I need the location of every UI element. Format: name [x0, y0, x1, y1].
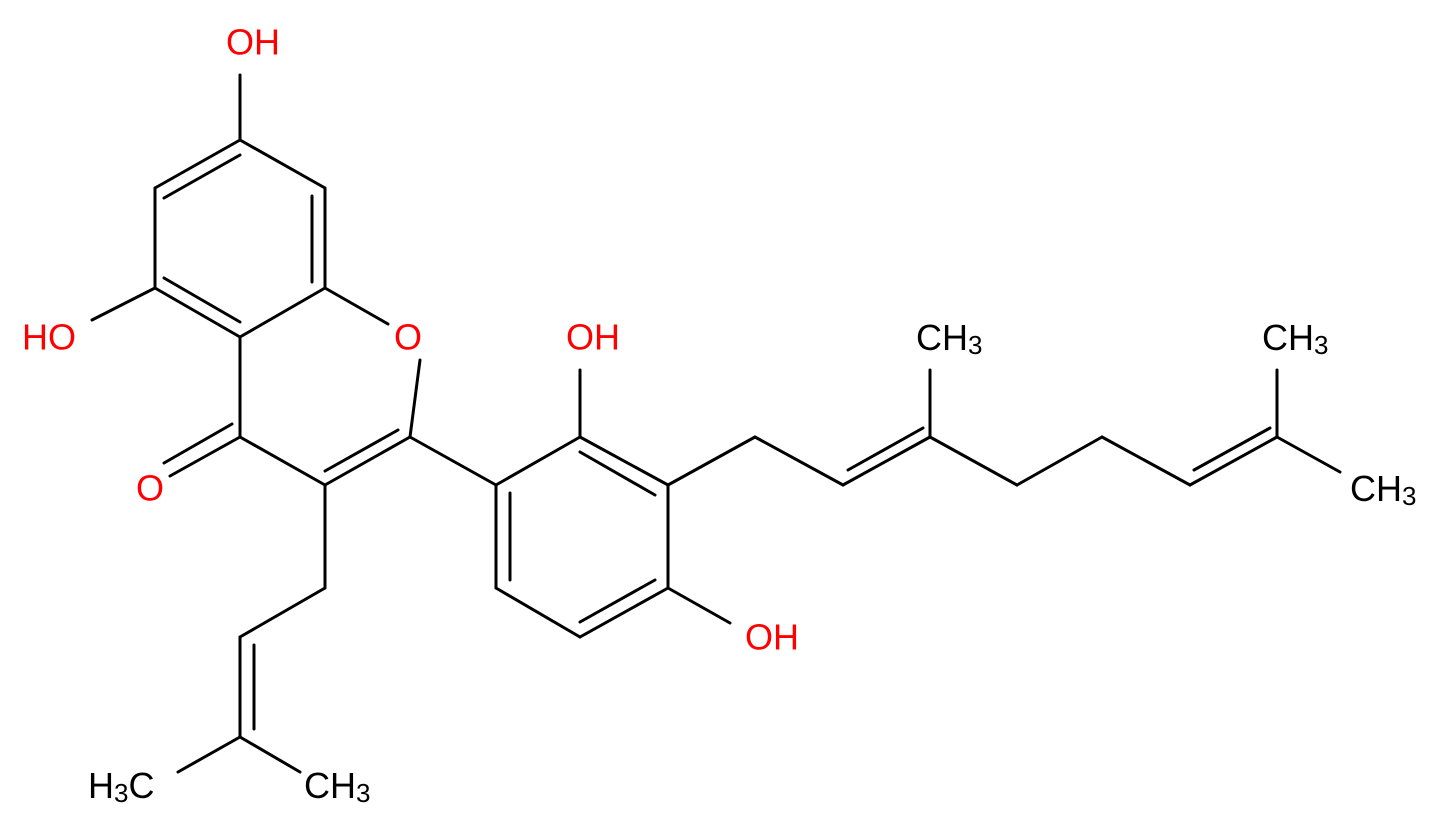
bond	[494, 435, 582, 487]
methyl-main: CH	[304, 765, 356, 806]
bond	[846, 426, 925, 472]
bond	[753, 435, 845, 487]
bond	[666, 586, 732, 625]
bond	[238, 586, 327, 639]
bond	[323, 286, 390, 326]
methyl-geranyl-end-bottom-label: CH3	[1350, 468, 1416, 512]
methyl-h: H	[88, 765, 114, 806]
methyl-subscript: 3	[114, 778, 128, 808]
bond	[928, 435, 1019, 487]
bond	[578, 450, 657, 497]
bond	[90, 286, 157, 322]
methyl-c: C	[128, 765, 154, 806]
methyl-subscript: 3	[356, 778, 370, 808]
bond	[494, 586, 582, 639]
methyl-prenyl-left-label: H3C	[88, 765, 154, 809]
methyl-subscript: 3	[1402, 481, 1416, 511]
bond	[238, 435, 327, 487]
methyl-main: CH	[916, 317, 968, 358]
hydroxyl-7-label: OH	[226, 22, 280, 63]
methyl-geranyl-end-top-label: CH3	[1262, 317, 1328, 361]
bond	[153, 138, 242, 190]
ring-oxygen-label: O	[394, 317, 422, 358]
bond	[1188, 435, 1279, 487]
bond	[408, 435, 498, 487]
methyl-prenyl-right-label: CH3	[304, 765, 370, 809]
hydroxyl-5-label: HO	[22, 317, 76, 358]
bond	[1015, 435, 1104, 487]
methyl-main: CH	[1350, 468, 1402, 509]
atom-labels: OH HO O O OH OH CH3 CH3 CH3 H3C CH3	[22, 22, 1416, 809]
bond	[1192, 426, 1272, 472]
methyl-subscript: 3	[968, 330, 982, 360]
bond	[176, 735, 242, 774]
bond	[1100, 435, 1192, 487]
carbonyl-oxygen-label: O	[136, 468, 164, 509]
bond	[323, 435, 412, 487]
bond	[238, 735, 302, 774]
bond	[408, 358, 422, 439]
bond	[162, 276, 242, 324]
bond-lines	[90, 73, 1342, 774]
bond	[162, 422, 234, 465]
bond	[578, 586, 670, 639]
bond	[841, 435, 932, 487]
bond	[578, 435, 670, 487]
methyl-subscript: 3	[1314, 330, 1328, 360]
bond	[153, 286, 242, 339]
methyl-main: CH	[1262, 317, 1314, 358]
bond	[162, 153, 242, 200]
methyl-geranyl-branch-label: CH3	[916, 317, 982, 361]
bond	[168, 435, 242, 478]
hydroxyl-2prime-label: OH	[566, 317, 620, 358]
bond	[1275, 435, 1342, 474]
bond	[238, 138, 327, 190]
bond	[238, 286, 327, 339]
hydroxyl-4prime-label: OH	[745, 617, 799, 658]
bond	[578, 578, 657, 624]
bond	[666, 435, 757, 487]
bond	[323, 428, 400, 473]
